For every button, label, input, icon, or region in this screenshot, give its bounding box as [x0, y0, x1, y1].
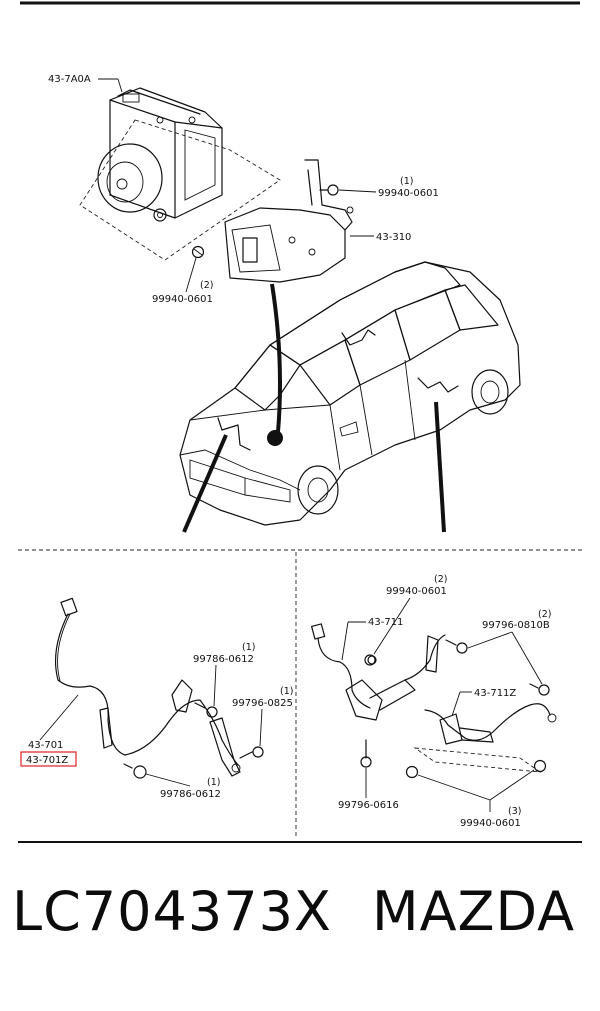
label-bolt-right-front: 99796-0825 [232, 698, 293, 709]
pointer-to-rear [434, 401, 446, 533]
label-bolt-right-top: 99940-0601 [378, 188, 439, 199]
label-sensor-front-b: 43-701Z [26, 755, 68, 766]
bolt-lower-front [123, 763, 147, 779]
label-sensor-rear-a: 43-711 [368, 617, 403, 628]
bolt-right-rear [445, 639, 550, 696]
bolt-right-front [239, 746, 264, 759]
label-bolt-left-top: 99940-0601 [152, 294, 213, 305]
bolt-left-top [191, 245, 205, 259]
qty-bolt-right-top: (1) [400, 176, 413, 187]
hydraulic-unit [79, 87, 281, 261]
qty-bolt-left-top: (2) [200, 280, 213, 291]
label-bolt-upper-front: 99786-0612 [193, 654, 254, 665]
label-bolt-top-rear: 99940-0601 [386, 586, 447, 597]
footer-brand: MAZDA [372, 880, 576, 943]
qty-bolt-lower-rear: (3) [508, 806, 521, 817]
label-bolt-lower-rear: 99940-0601 [460, 818, 521, 829]
label-bolt-lower-front: 99786-0612 [160, 789, 221, 800]
hydraulic-unit-location [267, 430, 283, 446]
bolt-top-rear [364, 654, 376, 666]
qty-bolt-lower-front: (1) [207, 777, 220, 788]
label-sensor-front-a: 43-701 [28, 740, 63, 751]
bolt-lower-left-rear [360, 739, 372, 768]
label-bolt-lower-left-rear: 99796-0616 [338, 800, 399, 811]
pointer-to-unit [270, 283, 282, 433]
pointer-to-front [182, 434, 228, 533]
qty-bolt-right-front: (1) [280, 686, 293, 697]
front-sensor-assembly [54, 597, 241, 777]
footer-part-number: LC704373X [12, 880, 332, 943]
highlight-box [20, 751, 77, 767]
label-hydraulic-unit: 43-7A0A [48, 74, 91, 85]
qty-bolt-right-rear: (2) [538, 609, 551, 620]
label-bracket: 43-310 [376, 232, 411, 243]
bracket [224, 159, 354, 283]
rear-sensor-assembly [311, 623, 557, 773]
bolt-upper-front [194, 702, 218, 718]
label-bolt-right-rear: 99796-0810B [482, 620, 550, 631]
bolt-lower-rear [405, 759, 547, 779]
bolt-right-top [319, 184, 339, 196]
qty-bolt-top-rear: (2) [434, 574, 447, 585]
vehicle [179, 261, 521, 526]
label-sensor-rear-b: 43-711Z [474, 688, 516, 699]
qty-bolt-upper-front: (1) [242, 642, 255, 653]
